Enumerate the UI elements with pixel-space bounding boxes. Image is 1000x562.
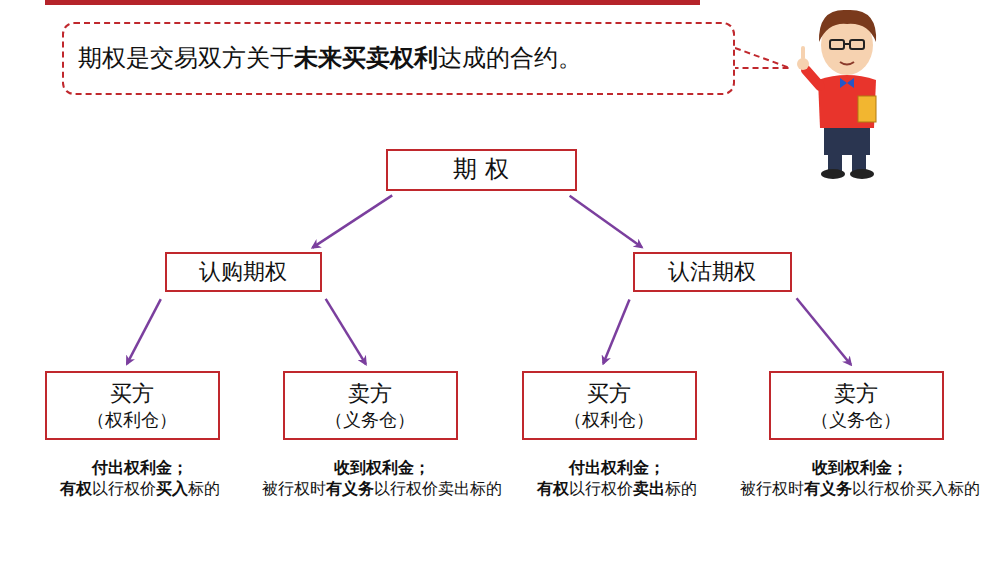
arrow-connector — [326, 299, 366, 364]
arrow-connector — [570, 196, 642, 248]
note-text: 被行权时 — [262, 479, 326, 498]
bubble-text: 未来买卖权利 — [294, 43, 438, 74]
concept-box: 卖方（义务仓） — [769, 371, 944, 440]
concept-box: 买方（权利仓） — [45, 371, 220, 440]
bubble-text: 达成的合约。 — [438, 43, 582, 74]
note-text: 有义务 — [804, 479, 852, 498]
arrow-connector — [312, 195, 392, 247]
note-text: 以行权价买入标的 — [852, 479, 980, 498]
box-title: 卖方 — [348, 380, 392, 409]
concept-box: 认沽期权 — [633, 252, 792, 292]
box-subtitle: （义务仓） — [325, 408, 415, 431]
role-note: 收到权利金； 被行权时有义务以行权价卖出标的 — [262, 457, 502, 499]
note-text: 以行权价卖出标的 — [374, 479, 502, 498]
box-subtitle: （权利仓） — [564, 408, 654, 431]
box-title: 认购期权 — [199, 258, 287, 287]
arrow-connector — [797, 298, 851, 365]
top-bar — [45, 0, 700, 5]
box-title: 买方 — [587, 380, 631, 409]
note-text: 付出权利金； — [92, 458, 188, 477]
box-title: 卖方 — [834, 380, 878, 409]
box-subtitle: （义务仓） — [811, 408, 901, 431]
note-text: 标的 — [665, 479, 697, 498]
note-text: 以行权价 — [92, 479, 156, 498]
role-note: 收到权利金； 被行权时有义务以行权价买入标的 — [740, 457, 980, 499]
note-text: 买入 — [156, 479, 188, 498]
note-text: 付出权利金； — [569, 458, 665, 477]
role-note: 付出权利金；有权以行权价买入标的 — [60, 457, 220, 499]
bubble-text: 期权是交易双方关于 — [78, 43, 294, 74]
role-note: 付出权利金；有权以行权价卖出标的 — [537, 457, 697, 499]
arrow-connector — [127, 299, 161, 364]
note-text: 收到权利金； — [812, 458, 908, 477]
bubble-tail — [735, 48, 790, 68]
speech-bubble: 期权是交易双方关于未来买卖权利达成的合约。 — [62, 22, 735, 95]
box-title: 期 权 — [453, 154, 509, 185]
teacher-figure — [797, 10, 876, 179]
concept-box: 买方（权利仓） — [522, 371, 697, 440]
note-text: 有义务 — [326, 479, 374, 498]
box-subtitle: （权利仓） — [87, 408, 177, 431]
note-text: 标的 — [188, 479, 220, 498]
concept-box: 认购期权 — [165, 252, 322, 292]
note-text: 以行权价 — [569, 479, 633, 498]
box-title: 买方 — [110, 380, 154, 409]
note-text: 卖出 — [633, 479, 665, 498]
note-text: 收到权利金； — [334, 458, 430, 477]
note-text: 有权 — [60, 479, 92, 498]
concept-box: 卖方（义务仓） — [283, 371, 458, 440]
box-title: 认沽期权 — [668, 258, 756, 287]
note-text: 有权 — [537, 479, 569, 498]
note-text: 被行权时 — [740, 479, 804, 498]
concept-box: 期 权 — [386, 149, 577, 191]
arrow-connector — [603, 299, 629, 363]
